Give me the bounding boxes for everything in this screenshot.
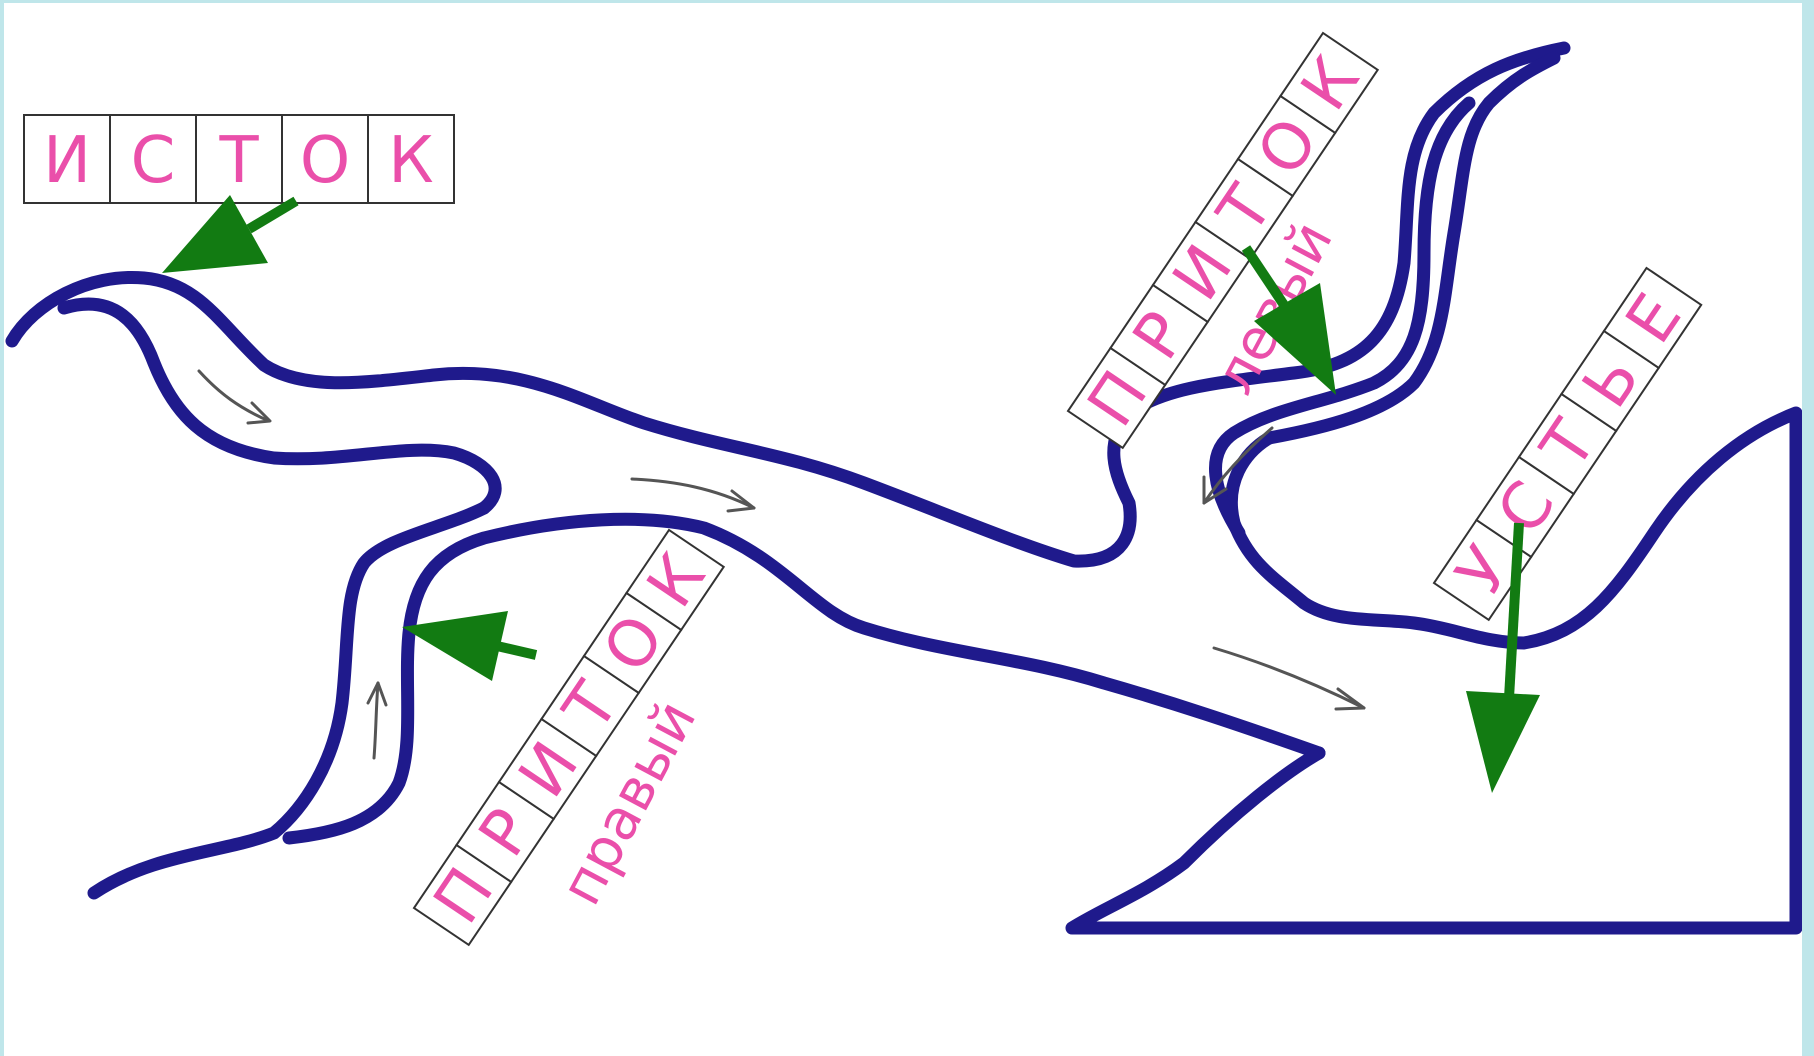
label-cell: Т	[1517, 392, 1618, 496]
pointer-arrow-source	[162, 195, 299, 273]
label-cell: И	[23, 114, 111, 204]
label-letter: И	[43, 124, 91, 198]
label-cell: Р	[1109, 283, 1210, 387]
label-letter: С	[131, 124, 176, 198]
label-letter: О	[300, 124, 350, 198]
river-lines	[5, 41, 1802, 935]
label-cell: С	[109, 114, 197, 204]
flow-arrows	[197, 369, 1366, 760]
label-cell: О	[281, 114, 369, 204]
pointer-arrow-left-tributary	[1241, 245, 1336, 395]
flow-arrow-mouth	[1212, 646, 1366, 711]
label-cell-box	[625, 528, 726, 632]
left-tributary-outer-bank	[1262, 51, 1561, 445]
right-tributary-inner-bank	[282, 512, 1326, 845]
flow-arrow-source	[197, 369, 272, 425]
label-cell-box	[1602, 266, 1703, 370]
label-cell-box	[195, 114, 283, 204]
label-cell: Р	[455, 780, 556, 884]
flow-arrow-right-tributary	[366, 681, 388, 760]
pointer-arrow-mouth	[1466, 522, 1540, 793]
label-cell: Т	[195, 114, 283, 204]
lower-bank-to-mouth	[1065, 406, 1802, 935]
pointer-arrows	[162, 195, 1540, 793]
main-river-lower-bank	[87, 501, 491, 900]
flow-arrow-left-tributary	[1202, 426, 1274, 505]
main-river-inner-bank	[57, 297, 502, 515]
left-tributary-inner-bank	[1209, 96, 1476, 540]
label-cell: У	[1432, 518, 1533, 622]
main-river-upper-bank	[5, 41, 1571, 568]
label-cell-box	[1279, 31, 1380, 135]
label-letter: Т	[218, 124, 259, 198]
label-cell-box	[281, 114, 369, 204]
flow-arrow-main	[630, 477, 756, 513]
label-cell-box	[367, 114, 455, 204]
label-cell: К	[367, 114, 455, 204]
pointer-arrow-right-tributary	[402, 611, 538, 681]
label-letter: К	[388, 124, 433, 198]
label-cell-box	[109, 114, 197, 204]
